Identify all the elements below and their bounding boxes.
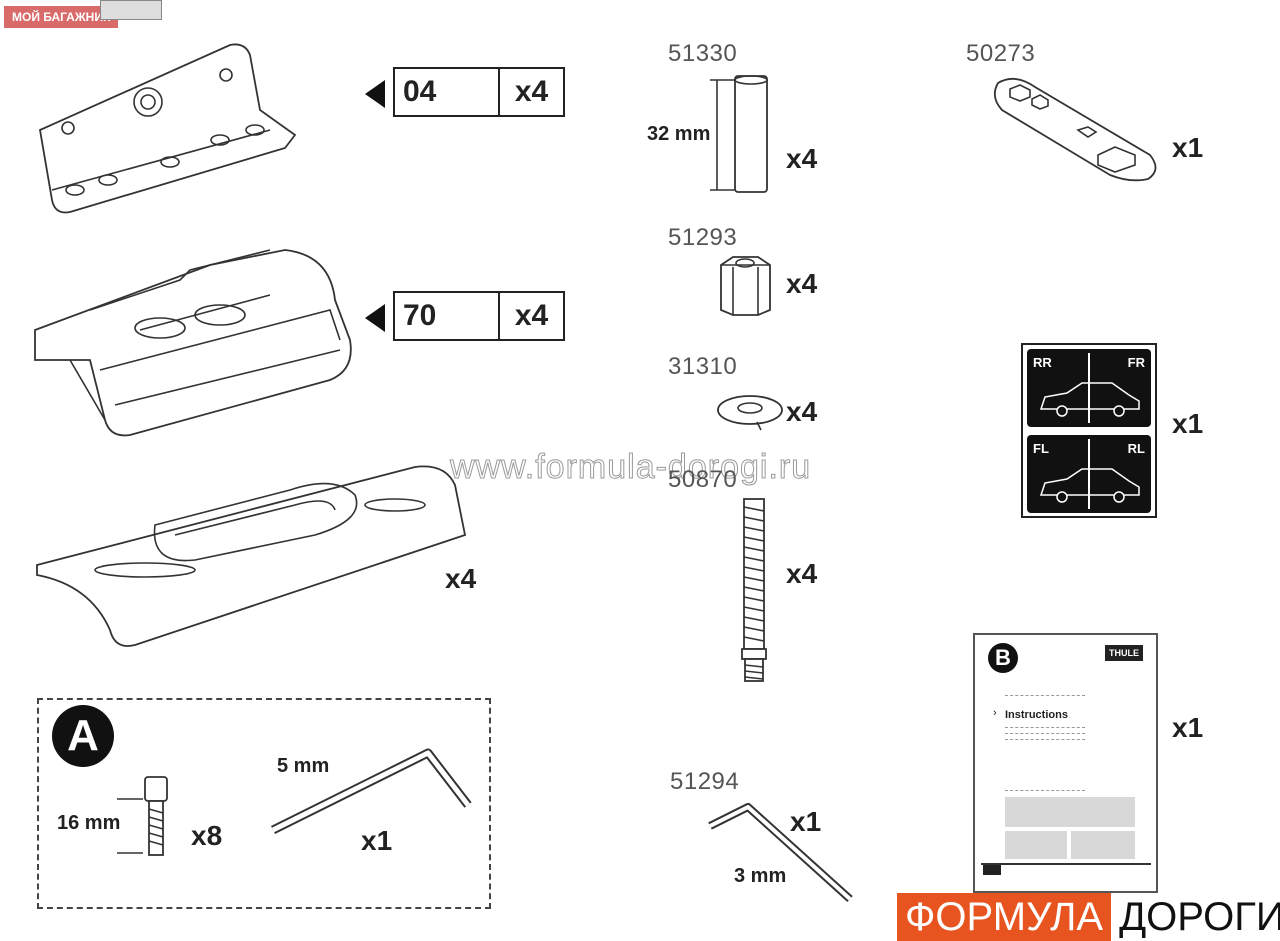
- sticker-sheet: RR FR FL RL: [1021, 343, 1157, 518]
- sticker-rr: RR: [1033, 355, 1052, 370]
- thule-logo: THULE: [1105, 645, 1143, 661]
- screw-qty: x8: [191, 820, 223, 851]
- car-icon: [1039, 382, 1140, 417]
- bracket-label: 04 x4: [393, 67, 565, 117]
- pad-illustration: [36, 465, 467, 647]
- allen-small-code: 51294: [670, 768, 740, 795]
- allen-small-size: 3 mm: [734, 865, 787, 887]
- foot-illustration: [34, 249, 352, 437]
- key-size: 5 mm: [277, 755, 330, 777]
- chevron-right-icon: ›: [993, 707, 997, 719]
- screw-illustration: [117, 776, 168, 856]
- spacer-illustration: [710, 75, 768, 193]
- nut-illustration: [720, 256, 771, 316]
- sticker-fr: FR: [1127, 355, 1145, 370]
- key-qty: x1: [361, 825, 393, 856]
- nut-code: 51293: [668, 224, 738, 251]
- bracket-illustration: [38, 43, 297, 214]
- wrench-illustration: [993, 77, 1157, 182]
- manual-qty: x1: [1172, 712, 1204, 743]
- brand-part1: ФОРМУЛА: [897, 893, 1112, 941]
- partial-part-top: [100, 0, 162, 20]
- kit-a-box: [37, 698, 491, 909]
- nut-qty: x4: [786, 268, 818, 299]
- allen-key-3mm-illustration: [708, 803, 853, 902]
- watermark: www.formula-dorogi.ru: [449, 448, 812, 487]
- rod-qty: x4: [786, 558, 818, 589]
- washer-code: 31310: [668, 353, 738, 380]
- screw-length: 16 mm: [57, 812, 121, 834]
- instruction-manual: B THULE › Instructions: [973, 633, 1158, 893]
- sticker-rl: RL: [1127, 441, 1145, 456]
- stickers-qty: x1: [1172, 408, 1204, 439]
- pointer-triangle-icon: [365, 304, 385, 332]
- wrench-qty: x1: [1172, 132, 1204, 163]
- sticker-top: RR FR: [1027, 349, 1151, 427]
- spacer-qty: x4: [786, 143, 818, 174]
- bracket-qty: x4: [514, 75, 549, 108]
- washer-qty: x4: [786, 396, 818, 427]
- spacer-code: 51330: [668, 40, 738, 67]
- bracket-code: 04: [395, 69, 500, 115]
- manual-title: Instructions: [1005, 709, 1068, 721]
- allen-key-5mm-illustration: [270, 748, 472, 835]
- foot-qty: x4: [514, 299, 549, 332]
- foot-code: 70: [395, 293, 500, 339]
- pointer-triangle-icon: [365, 80, 385, 108]
- rod-code: 50870: [668, 466, 738, 493]
- wrench-code: 50273: [966, 40, 1036, 67]
- brand-part2: ДОРОГИ: [1111, 893, 1280, 941]
- manual-marker: B: [988, 643, 1018, 673]
- kit-a-marker: A: [52, 705, 114, 767]
- corner-badge: МОЙ БАГАЖНИК: [4, 6, 119, 28]
- spacer-length: 32 mm: [647, 123, 711, 145]
- sticker-bottom: FL RL: [1027, 435, 1151, 513]
- pad-qty: x4: [445, 563, 477, 594]
- washer-illustration: [717, 395, 783, 431]
- threaded-rod-illustration: [741, 498, 767, 682]
- car-icon: [1039, 468, 1140, 503]
- sticker-fl: FL: [1033, 441, 1049, 456]
- foot-label: 70 x4: [393, 291, 565, 341]
- allen-small-qty: x1: [790, 806, 822, 837]
- brand-logo: ФОРМУЛА ДОРОГИ: [897, 893, 1280, 941]
